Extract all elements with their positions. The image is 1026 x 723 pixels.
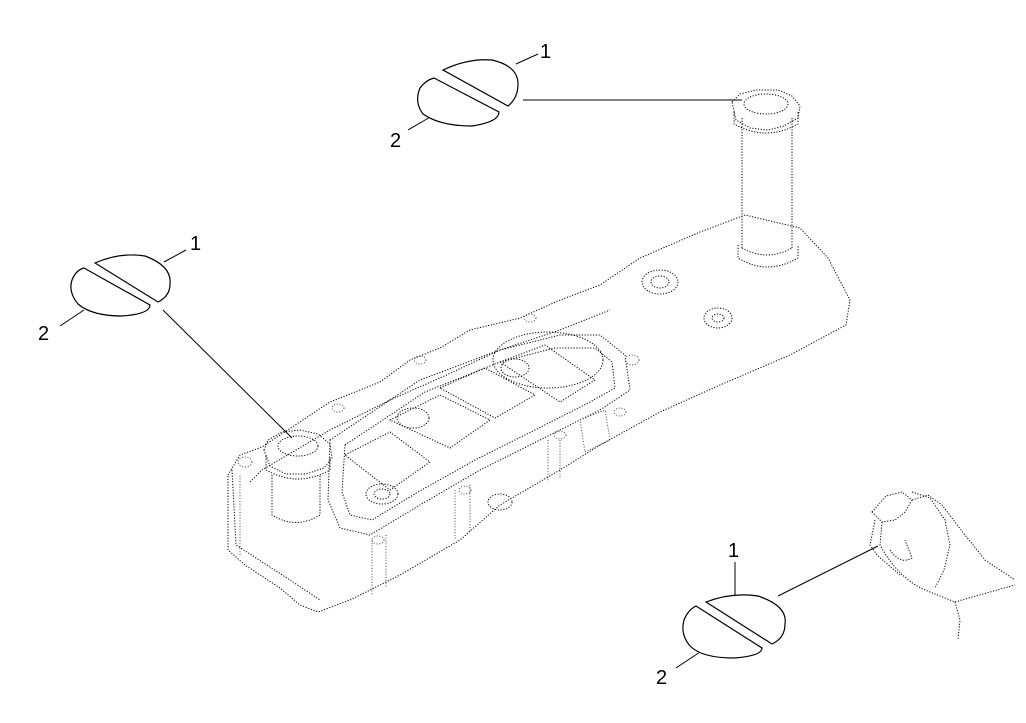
filler-neck-left (263, 429, 333, 523)
callout-top-1: 1 (540, 41, 551, 63)
callout-labels: 1 2 1 2 1 2 (38, 41, 739, 689)
leader-lines (59, 53, 879, 669)
plug-left (70, 254, 171, 317)
valve-cover-housing (227, 214, 851, 613)
filler-tube-right (731, 89, 801, 268)
callout-bottom-1: 1 (728, 540, 739, 562)
tool-hand (869, 491, 1016, 641)
callout-bottom-2: 2 (656, 667, 667, 689)
callout-left-1: 1 (190, 233, 201, 255)
plug-bottom (682, 594, 786, 659)
callout-top-2: 2 (390, 130, 401, 152)
callout-left-2: 2 (38, 323, 49, 345)
plug-top (417, 59, 519, 127)
